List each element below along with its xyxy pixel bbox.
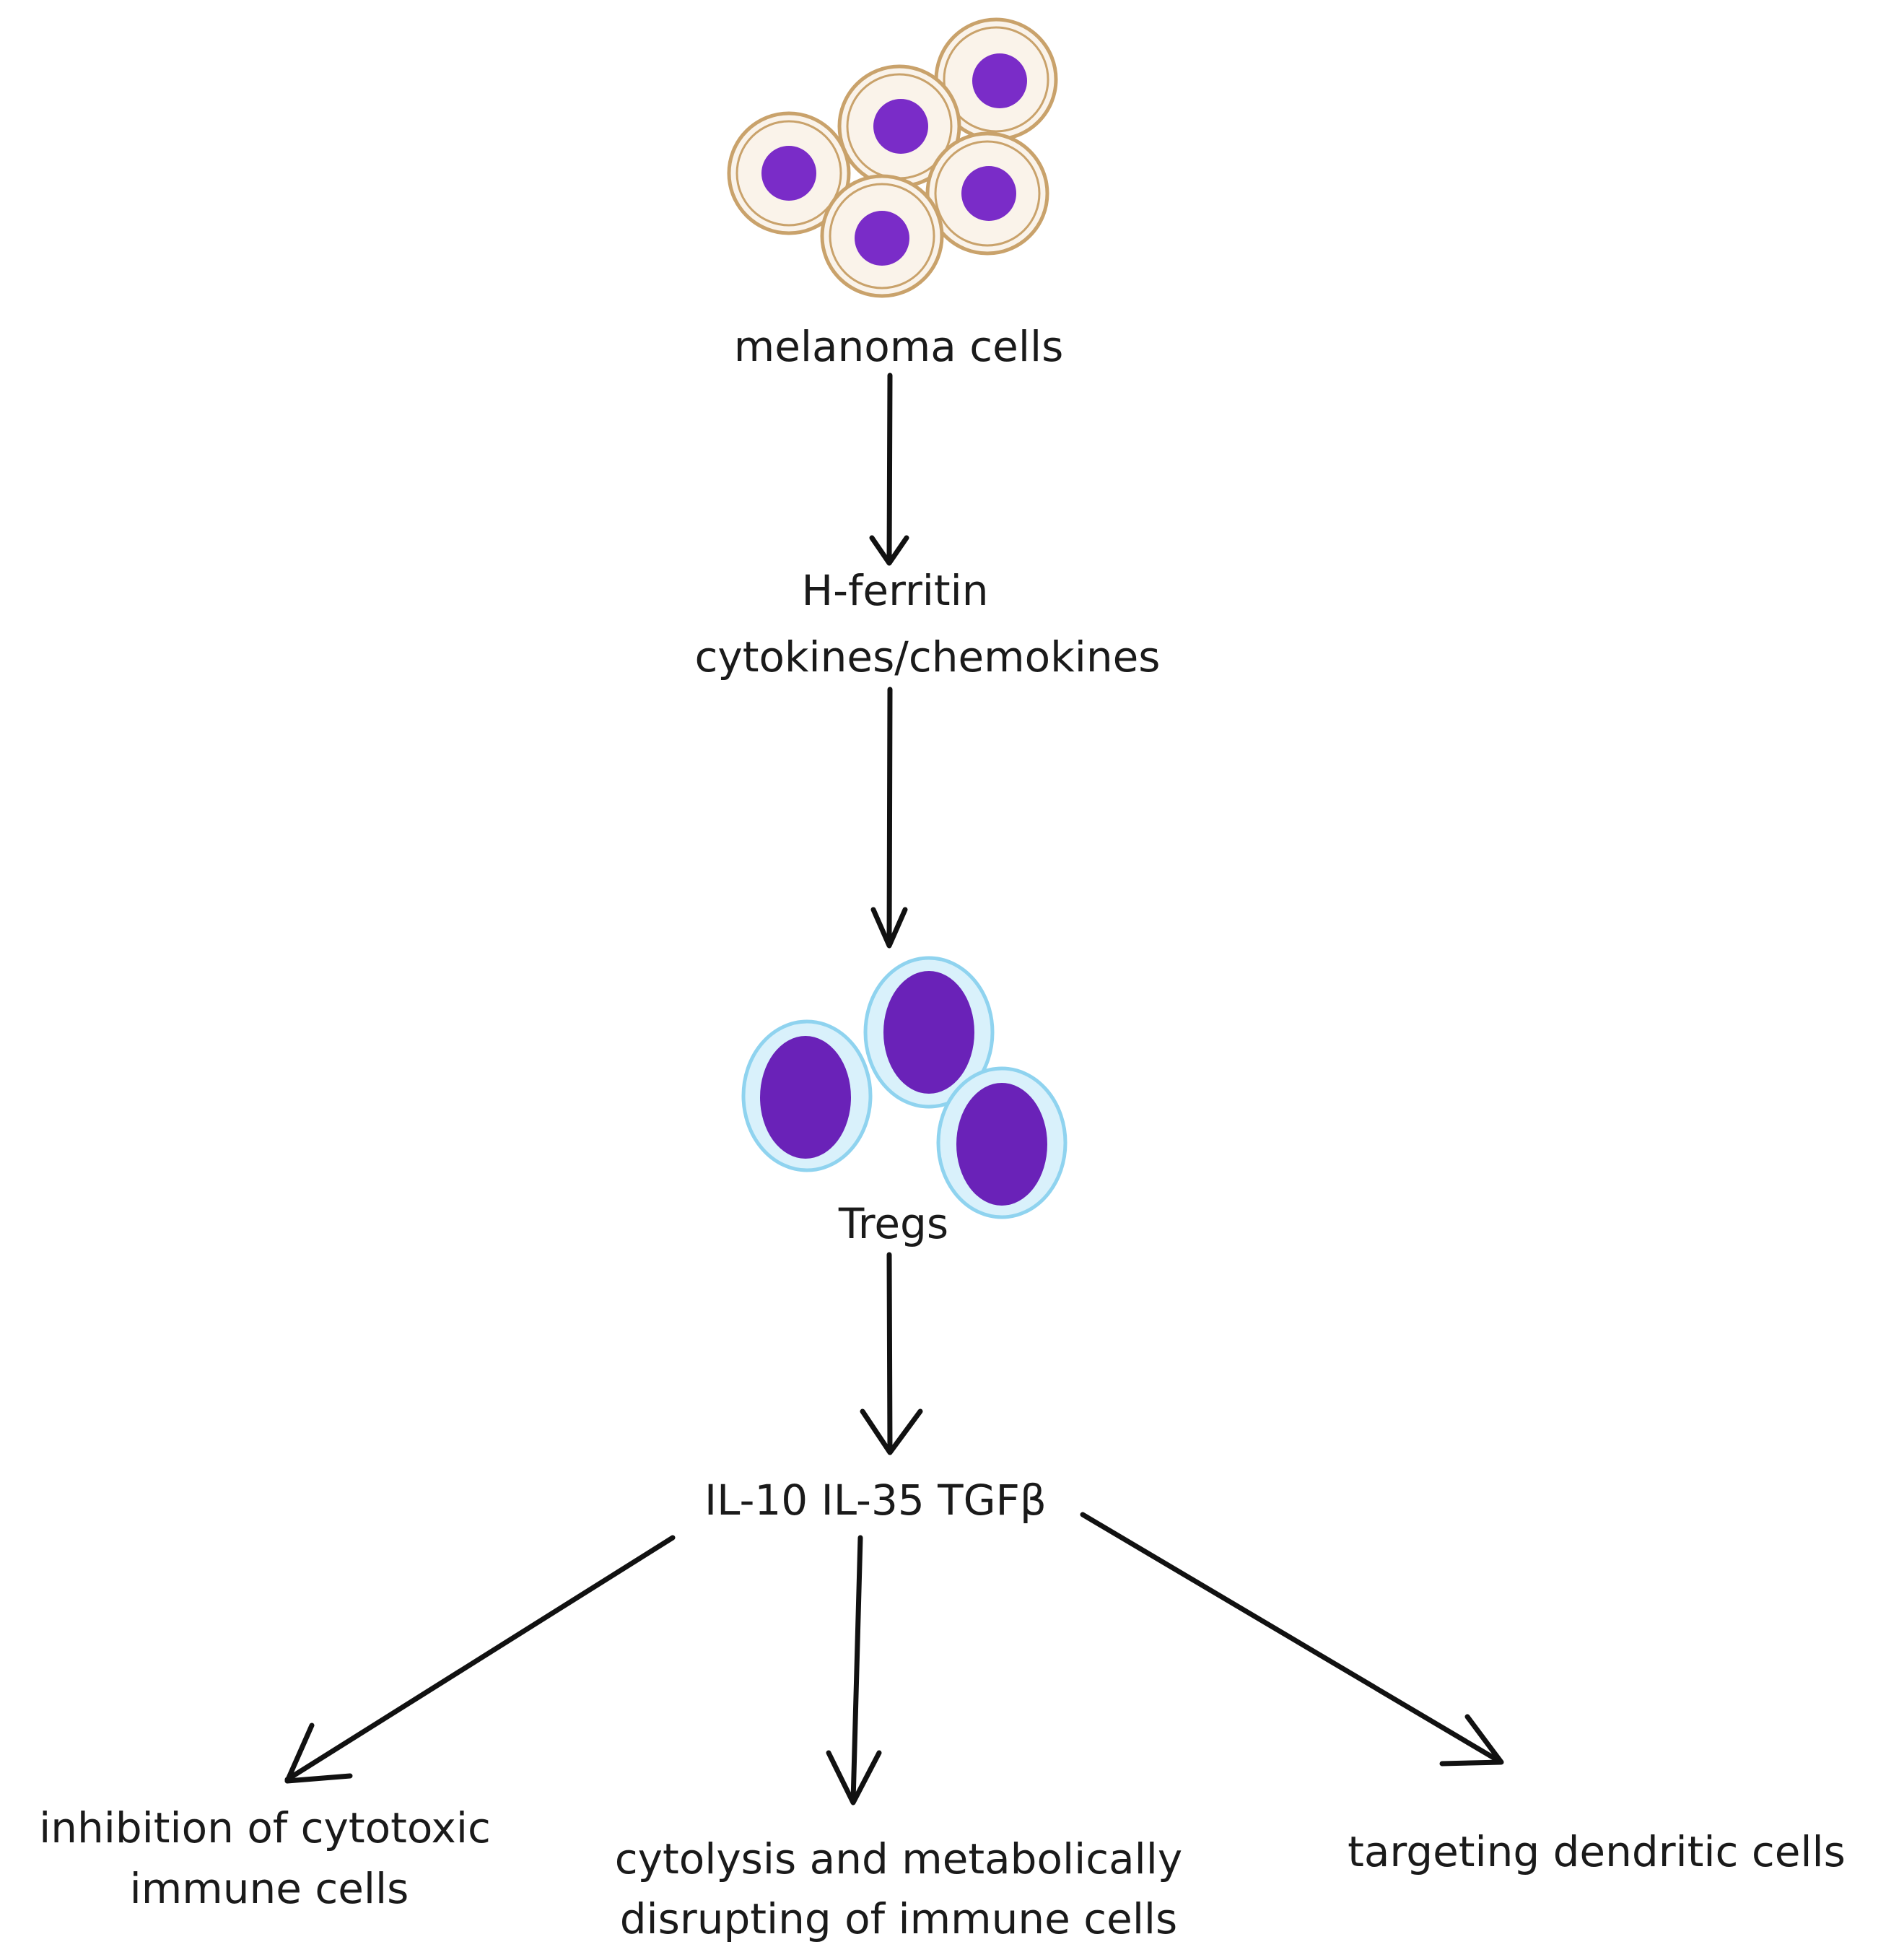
ferritin-label-line1: H-ferritin — [801, 566, 988, 615]
dendritic-label: targeting dendritic cells — [1348, 1827, 1846, 1876]
ferritin-label-line2: cytokines/chemokines — [694, 632, 1160, 681]
melanoma-cell — [934, 17, 1058, 141]
tregs-label: Tregs — [838, 1199, 948, 1248]
melanoma-cells-cluster — [727, 17, 1058, 298]
tregs-cluster — [741, 956, 1068, 1219]
arrow-cytokines-to-inhibition — [284, 1535, 676, 1784]
inhibition-label-line2: immune cells — [130, 1864, 409, 1913]
arrow-cytokines-to-cytolysis — [826, 1535, 882, 1806]
treg-cell — [863, 956, 995, 1109]
inhibition-label-line1: inhibition of cytotoxic — [39, 1803, 491, 1852]
treg-cell — [936, 1066, 1068, 1219]
treg-cell — [741, 1019, 873, 1172]
arrow-tregs-to-cytokines — [860, 1252, 923, 1455]
melanoma-cell — [727, 111, 851, 235]
arrow-cytokines-to-dendritic — [1080, 1512, 1504, 1767]
melanoma-cells-label: melanoma cells — [734, 322, 1064, 371]
arrow-melanoma-to-ferritin — [869, 373, 909, 566]
melanoma-cell — [925, 131, 1049, 256]
cytolysis-label-line2: disrupting of immune cells — [620, 1894, 1178, 1943]
cytolysis-label-line1: cytolysis and metabolically — [615, 1834, 1182, 1883]
melanoma-cell — [820, 174, 944, 298]
arrow-ferritin-to-tregs — [870, 687, 908, 949]
cytokines-label: IL-10 IL-35 TGFβ — [704, 1476, 1047, 1525]
